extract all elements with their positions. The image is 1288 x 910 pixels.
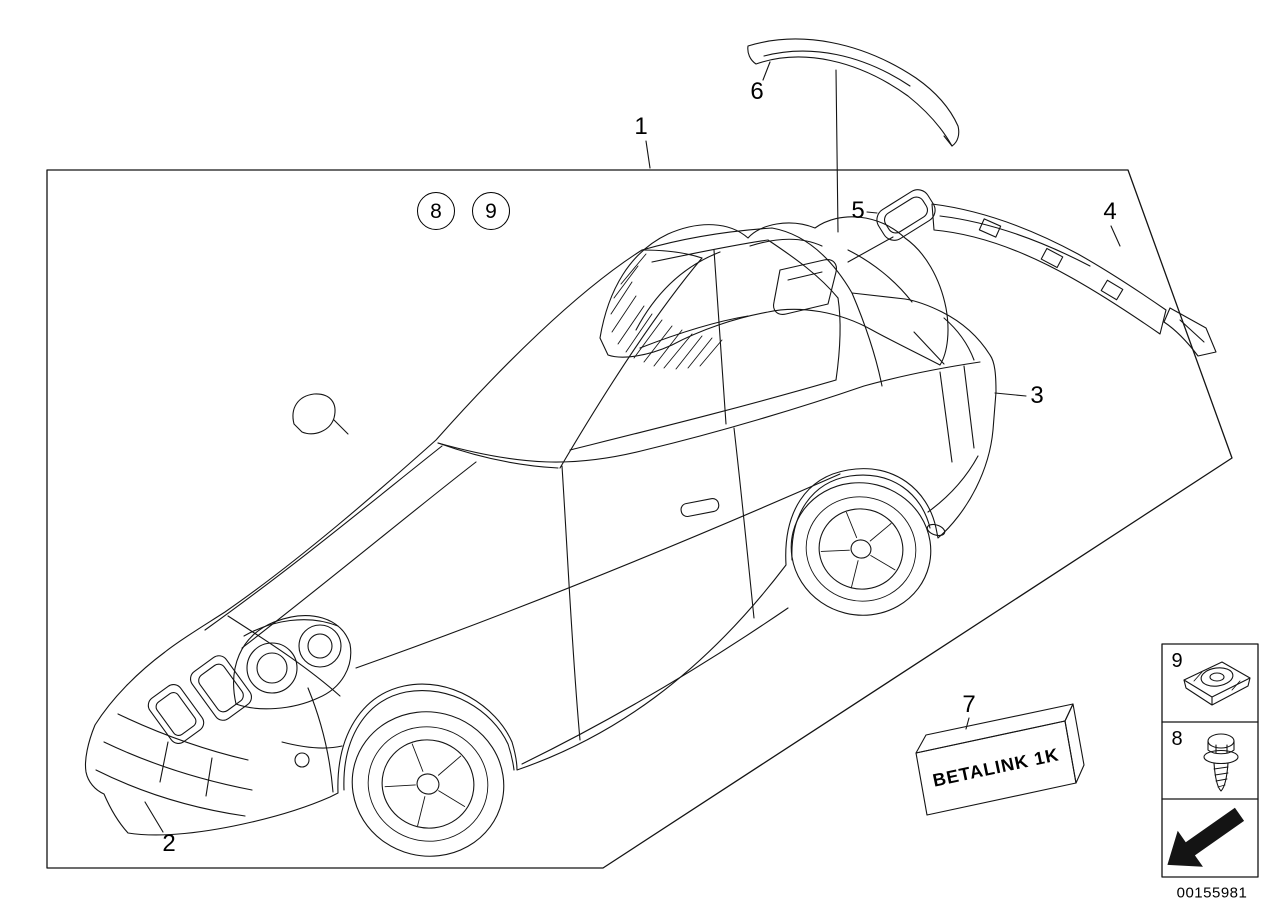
- fastener-badge-9-label: 9: [485, 199, 497, 223]
- legend-label-clip: 9: [1171, 650, 1183, 672]
- fastener-badge-8-label: 8: [430, 199, 442, 223]
- callout-6: 6: [750, 78, 764, 105]
- car-illustration: [84, 227, 997, 857]
- adhesive-box: [915, 703, 1085, 816]
- part-rear-diffuser: [931, 203, 1217, 357]
- car-glasshouse: [437, 239, 981, 469]
- callout-3: 3: [1030, 382, 1044, 409]
- diagram-frame: [46, 169, 1233, 869]
- callout-5: 5: [851, 197, 865, 224]
- callout-leader-lines: [144, 61, 1121, 833]
- front-bumper-details: [95, 713, 343, 817]
- car-body-outline: [84, 227, 997, 836]
- car-doors-side: [355, 427, 841, 765]
- fastener-legend: [1161, 643, 1259, 878]
- direction-of-travel-arrow-icon: [1167, 807, 1245, 867]
- legend-label-screw: 8: [1171, 728, 1183, 750]
- fastener-badge-9: 9: [472, 192, 510, 230]
- headlights: [233, 615, 352, 710]
- car-wheels: [343, 474, 932, 857]
- part-cover-plate: [876, 189, 936, 241]
- door-handle: [680, 497, 720, 518]
- callout-2: 2: [162, 830, 176, 857]
- callout-4: 4: [1103, 198, 1117, 225]
- part-rear-spoiler: [747, 38, 960, 147]
- fastener-badge-8: 8: [417, 192, 455, 230]
- image-number: 00155981: [1176, 884, 1248, 902]
- callout-1: 1: [634, 113, 648, 140]
- car-mirror: [292, 393, 349, 435]
- hex-screw-icon: [1203, 733, 1239, 792]
- callout-7: 7: [962, 691, 976, 718]
- part-rear-bumper-shell: [599, 216, 949, 370]
- car-front-end: [95, 615, 352, 817]
- clip-nut-icon: [1183, 661, 1251, 706]
